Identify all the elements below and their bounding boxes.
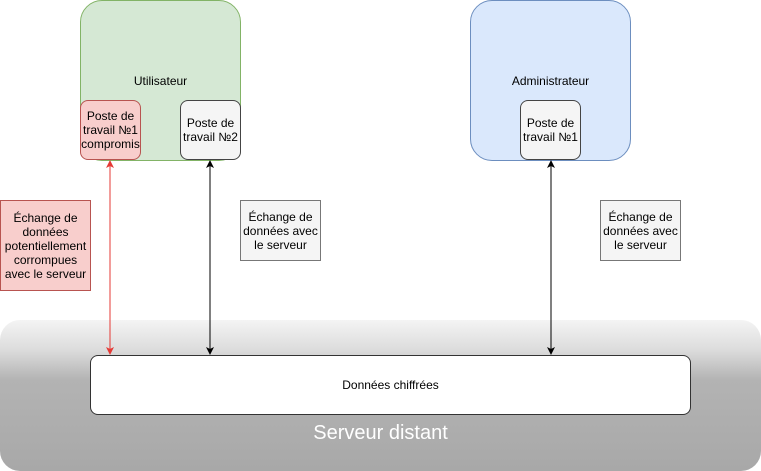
user-workstation-1-compromised: Poste de travail №1 compromis bbox=[80, 100, 141, 160]
user-workstation-1-label: Poste de travail №1 compromis bbox=[81, 109, 140, 151]
user-label: Utilisateur bbox=[133, 74, 188, 88]
admin-workstation-1: Poste de travail №1 bbox=[520, 100, 581, 160]
user-exchange-note: Échange de données avec le serveur bbox=[240, 200, 321, 261]
user-workstation-2-label: Poste de travail №2 bbox=[183, 116, 238, 144]
encrypted-data-label: Données chiffrées bbox=[342, 378, 439, 392]
admin-workstation-1-label: Poste de travail №1 bbox=[523, 116, 578, 144]
compromised-exchange-label: Échange de données potentiellement corro… bbox=[4, 210, 87, 281]
user-exchange-label: Échange de données avec le serveur bbox=[243, 209, 318, 252]
user-workstation-2: Poste de travail №2 bbox=[180, 100, 241, 160]
remote-server-label: Serveur distant bbox=[313, 421, 448, 444]
compromised-exchange-note: Échange de données potentiellement corro… bbox=[0, 200, 91, 291]
admin-label: Administrateur bbox=[511, 74, 590, 88]
encrypted-data-box: Données chiffrées bbox=[90, 355, 691, 415]
admin-exchange-label: Échange de données avec le serveur bbox=[603, 209, 678, 252]
admin-exchange-note: Échange de données avec le serveur bbox=[600, 200, 681, 261]
